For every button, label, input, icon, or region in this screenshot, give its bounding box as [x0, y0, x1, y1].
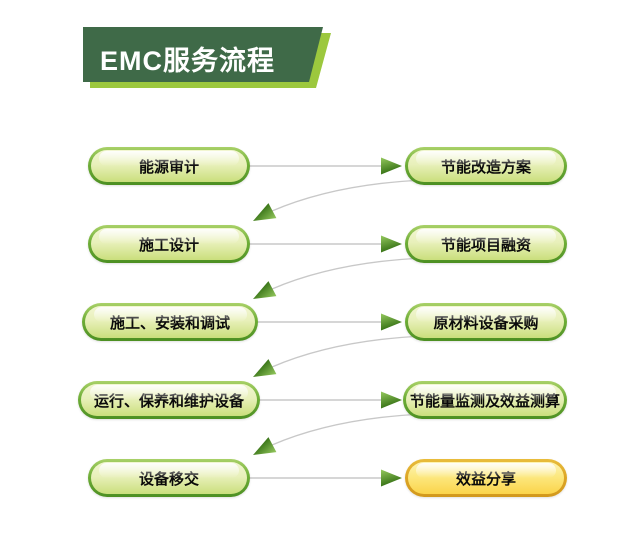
node-label: 节能项目融资	[408, 228, 564, 260]
arrow-right-icon	[381, 391, 402, 409]
arrow-right-icon	[381, 235, 402, 253]
arrow-right-icon	[381, 469, 402, 487]
arrow-down-left-icon	[253, 437, 277, 455]
node-equipment-handover: 设备移交	[88, 459, 250, 497]
node-construction-installation-commissioning: 施工、安装和调试	[82, 303, 258, 341]
node-materials-procurement: 原材料设备采购	[405, 303, 567, 341]
arrow-down-left-icon	[253, 281, 277, 299]
node-label: 节能改造方案	[408, 150, 564, 182]
node-retrofit-plan: 节能改造方案	[405, 147, 567, 185]
arrow-down-left-icons	[253, 203, 277, 455]
arrow-down-left-icon	[253, 359, 277, 377]
page-title: EMC服务流程	[100, 46, 275, 76]
node-label: 原材料设备采购	[408, 306, 564, 338]
node-operation-maintenance: 运行、保养和维护设备	[78, 381, 260, 419]
arrow-right-icons	[381, 157, 402, 487]
arrow-right-icon	[381, 157, 402, 175]
node-construction-design: 施工设计	[88, 225, 250, 263]
node-label: 效益分享	[408, 462, 564, 494]
node-energy-audit: 能源审计	[88, 147, 250, 185]
banner-shape	[83, 27, 323, 82]
node-label: 设备移交	[91, 462, 247, 494]
horizontal-connectors	[248, 165, 382, 479]
node-label: 施工设计	[91, 228, 247, 260]
node-project-financing: 节能项目融资	[405, 225, 567, 263]
curved-connectors	[271, 179, 425, 446]
node-label: 能源审计	[91, 150, 247, 182]
node-benefit-sharing: 效益分享	[405, 459, 567, 497]
arrow-down-left-icon	[253, 203, 277, 221]
node-label: 节能量监测及效益测算	[406, 384, 564, 416]
node-savings-monitoring: 节能量监测及效益测算	[403, 381, 567, 419]
arrow-right-icon	[381, 313, 402, 331]
node-label: 运行、保养和维护设备	[81, 384, 257, 416]
node-label: 施工、安装和调试	[85, 306, 255, 338]
